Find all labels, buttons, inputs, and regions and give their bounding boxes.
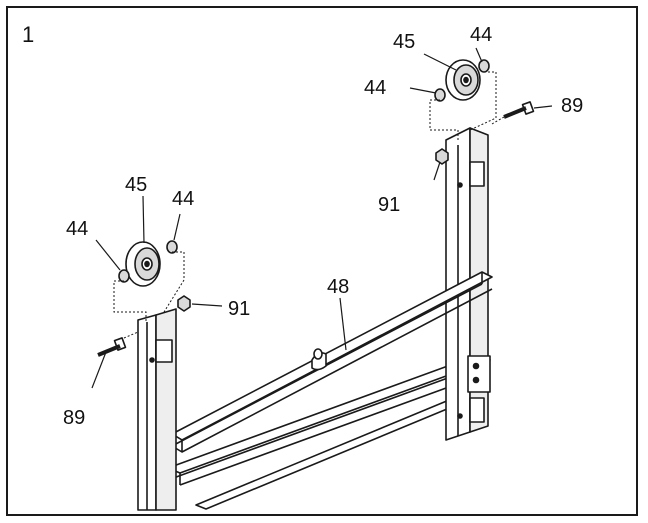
right-pulley xyxy=(445,59,481,101)
right-upright-plates xyxy=(467,355,491,393)
lower-crossbar xyxy=(167,354,491,510)
left-upright xyxy=(137,308,177,511)
diagram-frame xyxy=(6,6,638,516)
step-number: 1 xyxy=(22,22,35,47)
label-bolt-right: 89 xyxy=(561,95,584,117)
label-pulley-left: 45 xyxy=(125,174,148,196)
right-nut xyxy=(435,148,449,165)
right-spacer-left xyxy=(434,88,446,102)
crossbar-bracket xyxy=(311,348,327,371)
label-nut-left: 91 xyxy=(228,298,251,320)
left-bolt xyxy=(97,337,127,357)
assembly-guides xyxy=(113,71,505,339)
label-nut-right: 91 xyxy=(378,194,401,216)
left-spacer-top xyxy=(166,240,178,254)
upper-crossbar xyxy=(171,271,493,453)
leader-lines xyxy=(91,47,553,389)
label-spacer-right-top: 44 xyxy=(470,24,493,46)
left-pulley xyxy=(125,241,161,287)
left-spacer-left xyxy=(118,269,130,283)
label-bolt-left: 89 xyxy=(63,407,86,429)
left-nut xyxy=(177,295,191,312)
label-spacer-left-top: 44 xyxy=(172,188,195,210)
right-bolt xyxy=(503,101,535,119)
label-spacer-right-left: 44 xyxy=(364,77,387,99)
label-pulley-right: 45 xyxy=(393,31,416,53)
label-crossbar: 48 xyxy=(327,276,350,298)
right-spacer-top xyxy=(478,59,490,73)
label-spacer-left-left: 44 xyxy=(66,218,89,240)
